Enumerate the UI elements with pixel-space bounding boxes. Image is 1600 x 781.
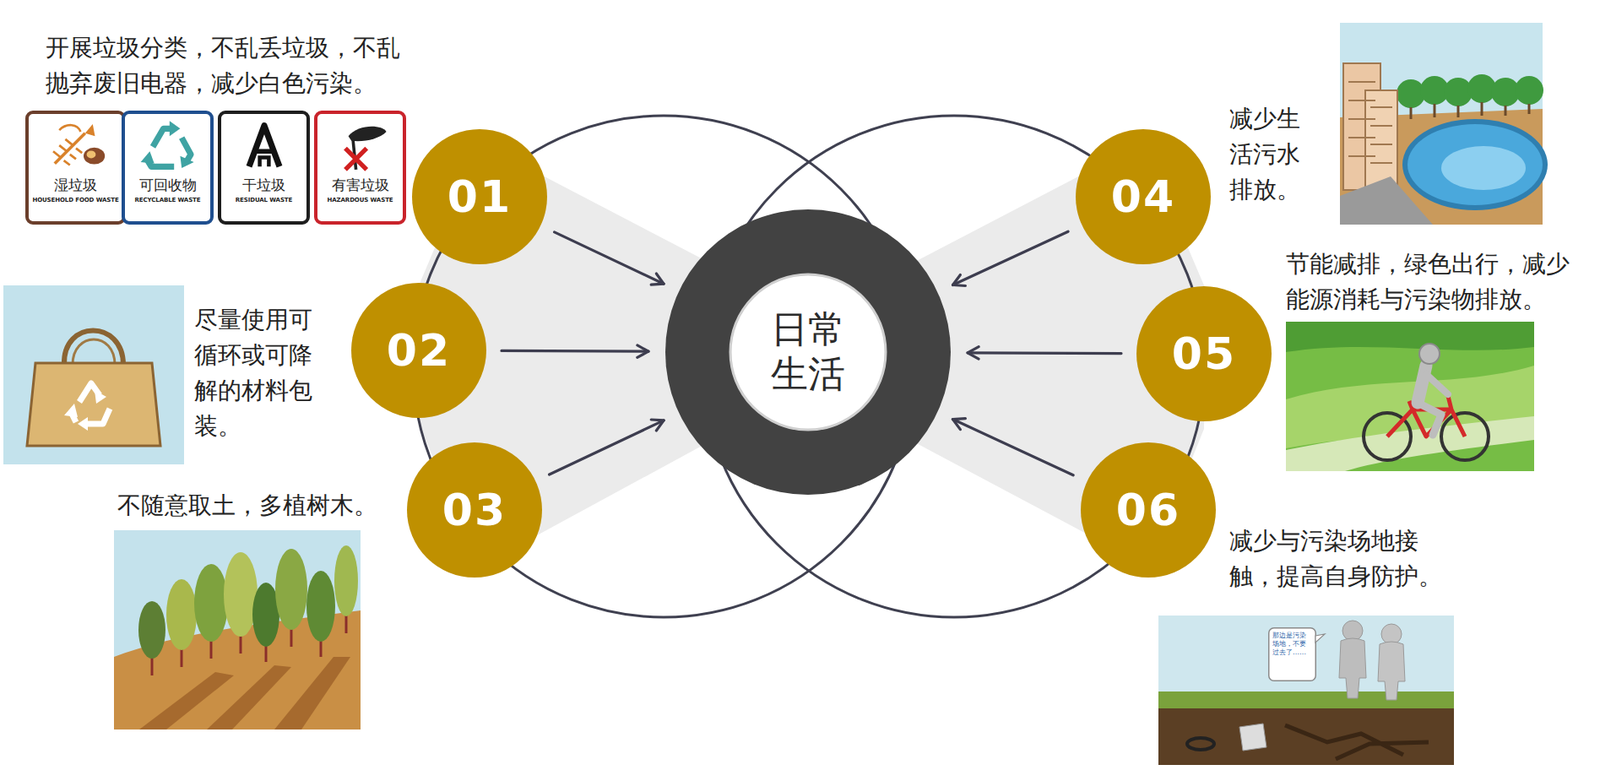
bin-english-name: HAZARDOUS WASTE <box>317 196 403 204</box>
arrow-line <box>952 419 1074 476</box>
arrow-connector <box>952 418 1074 476</box>
bike-picture <box>1285 321 1535 472</box>
bin-text-group: 湿垃圾HOUSEHOLD FOOD WASTE <box>28 176 123 205</box>
arrow-line <box>554 232 665 284</box>
description-text: 减少与污染场地接触，提高自身防护。 <box>1229 523 1448 595</box>
description-text: 尽量使用可循环或可降解的材料包装。 <box>194 302 321 445</box>
bin-icon <box>37 119 114 174</box>
arrow-head <box>952 418 966 430</box>
bin-english-name: RESIDUAL WASTE <box>221 196 307 204</box>
bin-text-group: 可回收物RECYCLABLE WASTE <box>124 176 211 205</box>
description-text: 开展垃圾分类，不乱丢垃圾，不乱抛弃废旧电器，减少白色污染。 <box>45 30 409 102</box>
bin-name: 可回收物 <box>124 176 211 195</box>
bin-name: 湿垃圾 <box>28 176 123 195</box>
center-circle: 日常 生活 <box>665 209 951 495</box>
bin-english-name: HOUSEHOLD FOOD WASTE <box>28 196 123 204</box>
callout-number: 06 <box>1116 488 1181 532</box>
callout-number: 05 <box>1171 331 1237 376</box>
callout-number: 03 <box>442 488 507 532</box>
bin-icon <box>226 119 303 174</box>
waste-bin-card: 有害垃圾HAZARDOUS WASTE <box>314 110 407 225</box>
bin-text-group: 干垃圾RESIDUAL WASTE <box>221 176 307 205</box>
arrow-connector <box>967 347 1122 359</box>
bin-icon <box>322 119 399 174</box>
arrow-head <box>637 345 649 358</box>
number-circle: 04 <box>1075 129 1211 265</box>
arrow-head <box>952 274 966 286</box>
pond-picture <box>1339 22 1548 225</box>
arrow-line <box>501 349 649 353</box>
number-circle: 05 <box>1136 286 1272 422</box>
description-text: 节能减排，绿色出行，减少能源消耗与污染物排放。 <box>1285 246 1578 318</box>
number-circle: 03 <box>406 442 543 578</box>
arrow-line <box>967 351 1122 355</box>
arrow-connector <box>501 345 649 358</box>
bag-picture <box>3 285 185 465</box>
arrow-line <box>549 420 665 475</box>
speech-text: 那边是污染场地，不要过去了…… <box>1272 631 1313 657</box>
bin-text-group: 有害垃圾HAZARDOUS WASTE <box>317 176 403 205</box>
bin-icon <box>130 119 207 174</box>
arrow-connector <box>952 231 1069 286</box>
arrow-head <box>650 419 664 431</box>
description-text: 不随意取土，多植树木。 <box>117 488 396 524</box>
arrow-head <box>967 347 979 359</box>
callout-number: 04 <box>1111 174 1176 219</box>
bin-name: 干垃圾 <box>221 176 307 195</box>
speech-bubble: 那边是污染场地，不要过去了…… <box>1268 627 1317 682</box>
callout-number: 01 <box>447 174 512 219</box>
arrow-connector <box>549 419 665 475</box>
number-circle: 02 <box>351 282 487 418</box>
bin-english-name: RECYCLABLE WASTE <box>124 196 211 204</box>
waste-bin-card: 干垃圾RESIDUAL WASTE <box>217 110 310 225</box>
polluted-site-picture <box>1158 615 1454 765</box>
callout-number: 02 <box>386 328 451 373</box>
number-circle: 06 <box>1080 442 1216 578</box>
description-text: 减少生活污水排放。 <box>1229 101 1306 208</box>
waste-bin-card: 可回收物RECYCLABLE WASTE <box>121 110 214 225</box>
center-title: 日常 生活 <box>765 307 851 397</box>
arrow-connector <box>554 232 665 285</box>
bin-name: 有害垃圾 <box>317 176 403 195</box>
arrow-line <box>952 231 1069 285</box>
number-circle: 01 <box>412 129 548 265</box>
waste-bin-card: 湿垃圾HOUSEHOLD FOOD WASTE <box>25 110 126 225</box>
arrow-head <box>650 273 664 285</box>
trees-picture <box>113 530 361 730</box>
